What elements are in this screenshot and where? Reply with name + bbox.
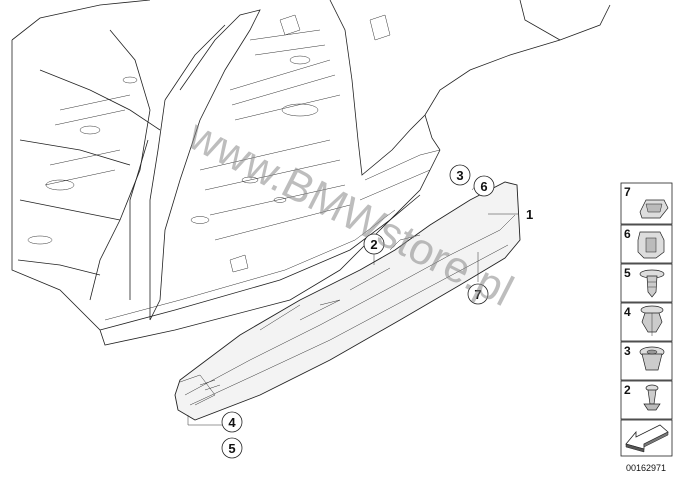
direction-arrow-icon: [625, 424, 669, 453]
callout-2: 2: [363, 233, 385, 255]
callout-1-label: 1: [526, 207, 533, 222]
push-rivet-icon: [639, 269, 665, 298]
legend-item-6-number: 6: [624, 227, 631, 241]
callout-4-label: 4: [228, 415, 236, 430]
legend-item-2: 2: [620, 380, 673, 420]
car-body-illustration: [11, 0, 611, 346]
expanding-clip-icon: [637, 231, 665, 259]
legend-item-4-number: 4: [624, 305, 631, 319]
legend-item-4: 4: [620, 302, 673, 342]
callout-7-label: 7: [474, 287, 481, 302]
callout-6-label: 6: [480, 179, 487, 194]
grommet-icon: [639, 346, 665, 371]
spreader-rivet-icon: [640, 305, 664, 336]
clip-nut-icon: [639, 199, 669, 219]
legend-item-7-number: 7: [624, 185, 631, 199]
legend-item-3: 3: [620, 341, 673, 381]
callout-3-label: 3: [456, 168, 463, 183]
callout-7: 7: [467, 283, 489, 305]
legend-item-6: 6: [620, 224, 673, 264]
callout-5: 5: [221, 437, 243, 459]
legend-item-5-number: 5: [624, 266, 631, 280]
document-number: 00162971: [626, 463, 666, 473]
legend-item-3-number: 3: [624, 344, 631, 358]
callout-2-label: 2: [370, 237, 377, 252]
screw-icon: [643, 384, 661, 411]
callout-4: 4: [221, 411, 243, 433]
callout-6: 6: [473, 175, 495, 197]
legend-panel: 7 6 5 4: [620, 182, 673, 457]
side-sill-trim: [174, 181, 521, 421]
legend-item-5: 5: [620, 263, 673, 303]
legend-item-7: 7: [620, 182, 673, 225]
legend-item-2-number: 2: [624, 383, 631, 397]
legend-arrow-box: [620, 419, 673, 457]
callout-3: 3: [449, 164, 471, 186]
callout-5-label: 5: [228, 441, 235, 456]
callout-1: 1: [526, 207, 533, 222]
